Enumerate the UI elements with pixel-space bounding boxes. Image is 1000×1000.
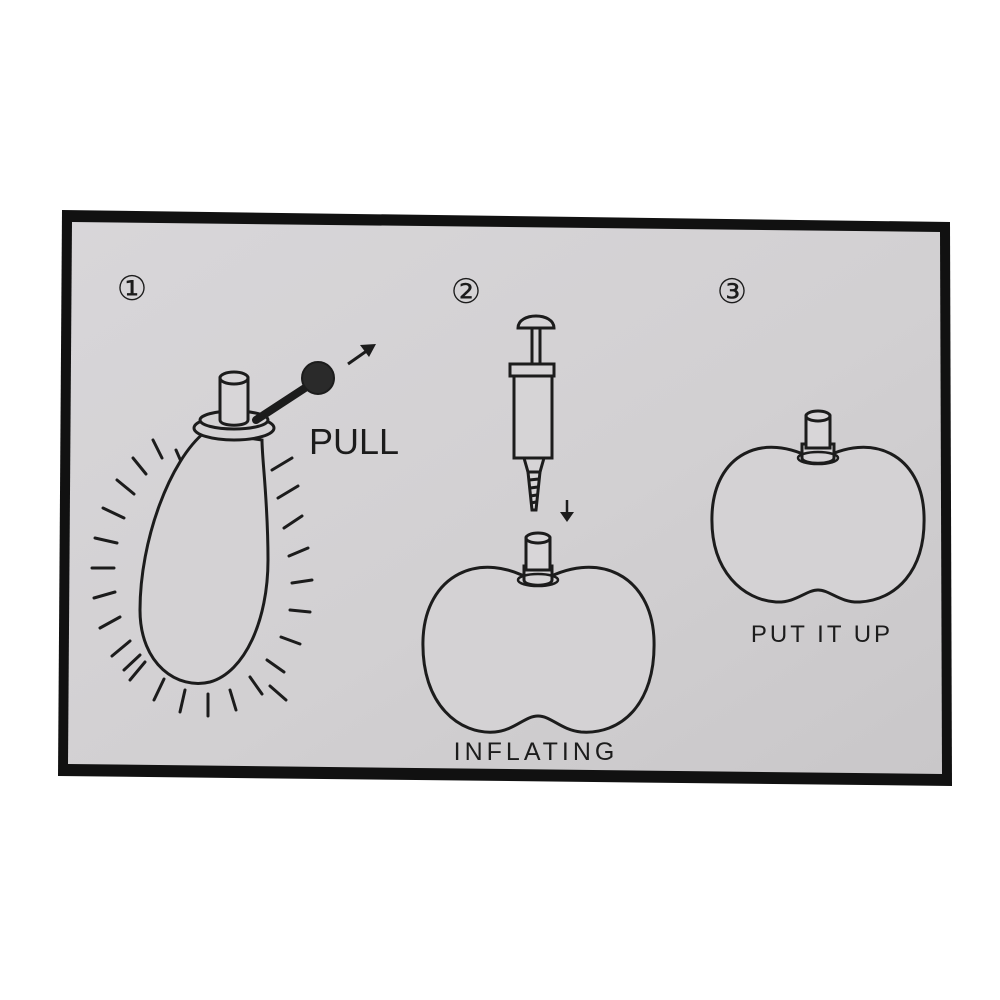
step-1: ① xyxy=(90,270,399,718)
step-3-label: PUT IT UP xyxy=(751,621,893,648)
step-3-number: ③ xyxy=(717,273,747,311)
step-1-label: PULL xyxy=(309,421,399,462)
pull-tab-icon xyxy=(252,382,312,424)
glow-rays-icon xyxy=(90,438,314,718)
hand-pump-icon xyxy=(508,314,556,512)
arrow-down-icon xyxy=(560,500,574,522)
step-2: ② INFLATING xyxy=(421,273,656,766)
card-panel xyxy=(68,222,942,774)
step-2-number: ② xyxy=(451,273,481,311)
step-1-number: ① xyxy=(117,270,147,308)
pumpkin-icon xyxy=(421,531,656,734)
step-3: ③ PUT IT UP xyxy=(710,273,926,648)
bottle-cap xyxy=(218,376,250,427)
arrow-up-right-icon xyxy=(347,344,376,366)
step-2-label: INFLATING xyxy=(454,738,619,766)
pumpkin-icon xyxy=(710,409,926,604)
inflator-bottle-icon xyxy=(138,430,270,685)
